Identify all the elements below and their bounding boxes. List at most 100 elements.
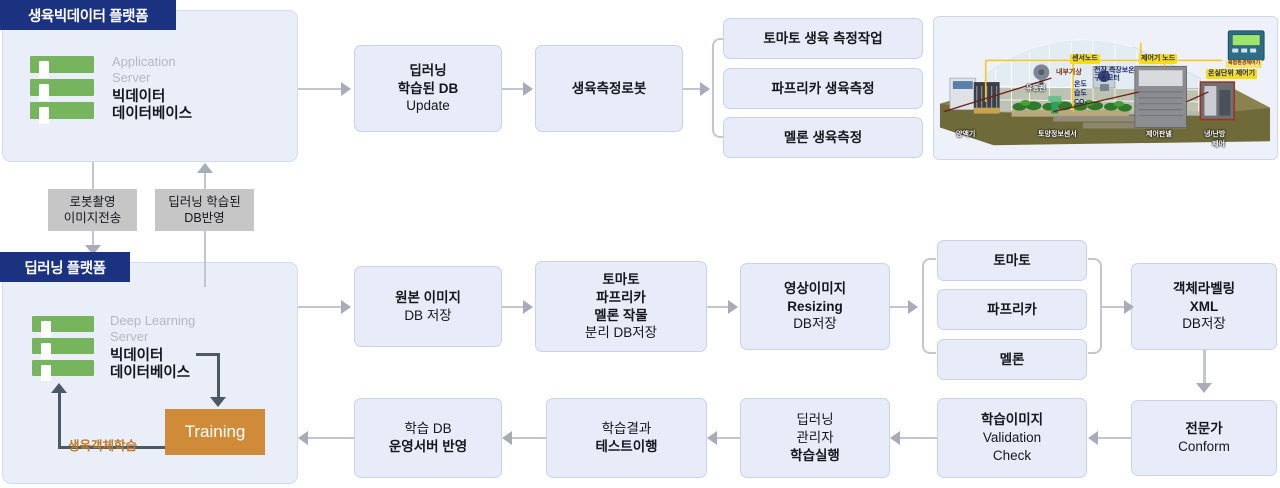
training-return-line (58, 446, 166, 449)
dl-db-tag-line2: DB반영 (184, 211, 225, 225)
node-growth-measure-robot[interactable]: 생육측정로봇 (535, 45, 683, 132)
node-train-db-deploy[interactable]: 학습 DB 운영서버 반영 (354, 398, 502, 478)
expert-conform-line1: 전문가 (1185, 421, 1223, 437)
co2-text: CO₂ (1074, 99, 1088, 106)
dl-server-sub-line2: Server (110, 328, 149, 344)
circulation-fan-caption: 유동팬 (1026, 85, 1046, 92)
tag-robot-capture: 로봇촬영 이미지전송 (48, 189, 137, 231)
object-labeling-line2: XML (1189, 298, 1219, 314)
dl-db-up-arrow (197, 163, 213, 173)
node-paprika-growth-measure[interactable]: 파프리카 생육측정 (723, 68, 923, 109)
image-resizing-line3: DB저장 (793, 316, 837, 332)
greenhouse-svg (939, 30, 1271, 146)
conn-resizing-to-cropbranch (890, 306, 910, 308)
dl-server-main-line2: 데이터베이스 (110, 365, 191, 382)
conn-dlmanager-to-testresult (715, 437, 741, 439)
hvac-caption-line2: 제어 (1212, 141, 1225, 148)
hvac-caption-line1: 냉/난방 (1204, 131, 1226, 138)
ceiling-insulation-line2: 구동모터 (1094, 75, 1120, 83)
train-db-deploy-line2: 운영서버 반영 (388, 439, 468, 454)
growth-measure-robot-line1: 생육측정로봇 (571, 80, 647, 96)
control-panel-caption: 제어판넬 (1146, 131, 1172, 138)
train-db-deploy-line1: 학습 DB (404, 421, 452, 437)
crop-branch-right-bracket (1088, 258, 1102, 354)
node-image-resizing-db[interactable]: 영상이미지 Resizing DB저장 (740, 263, 890, 350)
training-caption: 생육객체학습 (68, 439, 138, 453)
arrow-validation-to-dlmanager (890, 431, 900, 445)
training-return-arrow (51, 383, 67, 393)
ceiling-insulation-line1: 천장,측장보온 (1094, 67, 1135, 74)
conn-validation-to-dlmanager (898, 437, 938, 439)
arrow-dlmanager-to-testresult (707, 431, 717, 445)
training-loop-top-line (196, 353, 220, 356)
nutrient-machine-caption: 양액기 (956, 131, 976, 138)
node-crop-tomato[interactable]: 토마토 (937, 240, 1087, 281)
training-loop-down-line (217, 353, 220, 399)
robot-capture-tag-line2: 이미지전송 (63, 211, 122, 225)
dl-db-up-line-b (204, 231, 206, 287)
original-image-db-line2: DB 저장 (404, 307, 452, 323)
dl-manager-line3: 학습실행 (790, 447, 840, 463)
node-tomato-growth-task[interactable]: 토마토 생육 측정작업 (723, 18, 923, 59)
training-return-up-line (58, 392, 61, 448)
robot-capture-down-arrow (85, 245, 101, 255)
arrow-dlpanel-to-original (341, 300, 351, 314)
application-server-icon (30, 56, 94, 124)
dl-db-update-line1: 딥러닝 (409, 62, 447, 78)
train-result-line2: 테스트이행 (595, 439, 658, 454)
node-original-image-db[interactable]: 원본 이미지 DB 저장 (354, 266, 502, 347)
expert-conform-line2: Conform (1178, 439, 1230, 454)
conn-robot-to-branch (683, 88, 703, 90)
greenhouse-illustration: 센서노드 제어기 노드 온실단위 제어기 복합환경제어기 내부기상 천장,측장보… (933, 16, 1278, 160)
arrow-split-to-resizing (728, 300, 738, 314)
node-crop-split-db[interactable]: 토마토 파프리카 멜론 작물 분리 DB저장 (535, 261, 707, 352)
node-training-image-validation[interactable]: 학습이미지 Validation Check (937, 398, 1087, 478)
dl-server-main-line1: 빅데이터 (110, 347, 164, 364)
env-monitor-device-label: 복합환경제어기 (1226, 60, 1263, 68)
panel-title-deep-learning-platform: 딥러닝 플랫폼 (0, 252, 130, 282)
dl-manager-line2: 관리자 (796, 430, 834, 446)
node-crop-melon[interactable]: 멜론 (937, 339, 1087, 380)
app-server-main-line2: 데이터베이스 (112, 106, 193, 123)
conn-dlpanel-to-original (298, 306, 343, 308)
validation-line3: Check (992, 447, 1032, 463)
arrow-dlupdate-to-robot (523, 82, 533, 96)
dl-db-update-line2: 학습된 DB (397, 80, 459, 96)
conn-split-to-resizing (707, 306, 731, 308)
image-resizing-line1: 영상이미지 (783, 280, 847, 296)
validation-line2: Validation (982, 430, 1042, 446)
dl-server-sub-line1: Deep Learning (110, 313, 196, 328)
app-server-main-line1: 빅데이터 (112, 88, 166, 105)
conn-original-to-split (502, 306, 526, 308)
crop-split-db-line4: 분리 DB저장 (584, 325, 658, 341)
training-loop-down-arrow (210, 397, 226, 407)
node-object-labeling-xml[interactable]: 객체라벨링 XML DB저장 (1131, 263, 1277, 350)
image-resizing-line2: Resizing (787, 298, 843, 314)
robot-capture-down-line-b (92, 231, 94, 247)
training-box[interactable]: Training (165, 409, 265, 455)
conn-labeling-to-expert (1203, 350, 1206, 385)
crop-melon-label: 멜론 (999, 351, 1025, 367)
object-labeling-line1: 객체라벨링 (1172, 280, 1236, 296)
app-server-sub-line2: Server (112, 69, 151, 85)
crop-split-db-line3: 멜론 작물 (594, 307, 648, 323)
paprika-growth-measure-label: 파프리카 생육측정 (771, 80, 875, 96)
ceiling-insulation-text: 천장,측장보온 구동모터 (1094, 67, 1135, 83)
deep-learning-server-label: Deep Learning Server 빅데이터 데이터베이스 (110, 313, 290, 383)
conn-expert-to-validation (1096, 437, 1132, 439)
conn-testresult-to-deploy (510, 437, 546, 439)
humidity-text: 습도 (1074, 90, 1087, 97)
node-melon-growth-measure[interactable]: 멜론 생육측정 (723, 117, 923, 158)
original-image-db-line1: 원본 이미지 (395, 289, 461, 305)
node-expert-conform[interactable]: 전문가 Conform (1131, 400, 1277, 476)
arrow-deploy-to-training (298, 431, 308, 445)
arrow-expert-to-validation (1088, 431, 1098, 445)
node-dl-db-update[interactable]: 딥러닝 학습된 DB Update (354, 45, 502, 132)
node-train-result-test[interactable]: 학습결과 테스트이행 (546, 398, 707, 478)
arrow-labeling-to-expert (1196, 383, 1212, 393)
arrow-testresult-to-deploy (502, 431, 512, 445)
node-crop-paprika[interactable]: 파프리카 (937, 289, 1087, 330)
robot-capture-down-line-a (92, 162, 94, 190)
node-dl-manager-train[interactable]: 딥러닝 관리자 학습실행 (740, 398, 890, 478)
